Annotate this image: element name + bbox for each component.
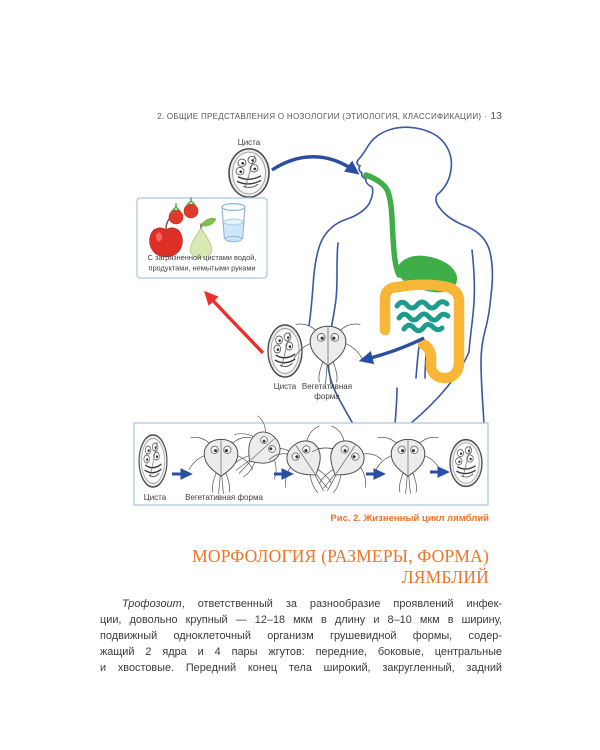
digestive-tract	[363, 172, 465, 384]
paragraph-line-1: Трофозоит, ответственный за разнообразие…	[100, 596, 502, 612]
panel-trophozoite-front	[188, 436, 254, 495]
large-intestine	[379, 279, 465, 384]
small-intestine	[394, 299, 451, 334]
cyst-mid: Циста	[267, 324, 303, 391]
contamination-text-line1: С загрязненной цистами водой,	[148, 253, 257, 262]
strawberry-icon	[168, 197, 199, 225]
esophagus	[363, 172, 402, 278]
panel-trophozoite-side	[216, 413, 298, 495]
paragraph-line-3: подвижный одноклеточный организм грушеви…	[100, 630, 502, 643]
apple-icon	[149, 218, 183, 258]
paragraph-line-1-text: , ответственный за разнообразие проявлен…	[181, 598, 502, 610]
section-heading: МОРФОЛОГИЯ (РАЗМЕРЫ, ФОРМА) ЛЯМБЛИЙ	[100, 546, 489, 587]
panel-cyst-2	[449, 438, 483, 488]
stomach	[395, 255, 458, 293]
paragraph-lead-word: Трофозоит	[122, 598, 182, 610]
running-header-text: 2. ОБЩИЕ ПРЕДСТАВЛЕНИЯ О НОЗОЛОГИИ (ЭТИО…	[157, 112, 482, 121]
excretion-arrow	[358, 336, 425, 365]
cyst-top: Циста	[228, 138, 270, 198]
page-number: 13	[490, 110, 502, 122]
panel-trophozoite-single	[375, 436, 441, 495]
panel-trophozoite-label: Вегетативная форма	[185, 493, 263, 502]
body-paragraph: Трофозоит, ответственный за разнообразие…	[100, 596, 502, 676]
human-body-outline	[308, 126, 494, 425]
paragraph-line-5: и хвостовые. Передний конец тела широкий…	[100, 662, 502, 675]
panel-dividing-pair	[266, 424, 385, 508]
ingestion-arrow	[271, 155, 360, 175]
pear-icon	[189, 218, 217, 259]
trophozoite-mid: Вегетативная форма	[293, 323, 363, 401]
contamination-arrow	[204, 290, 265, 355]
trophozoite-mid-label-line2: форма	[314, 392, 340, 401]
water-glass-icon	[221, 203, 246, 243]
paragraph-line-2: ции, довольно крупный — 12–18 мкм в длин…	[100, 614, 502, 627]
running-header-separator: ·	[484, 112, 488, 121]
section-heading-line1: МОРФОЛОГИЯ (РАЗМЕРЫ, ФОРМА)	[192, 546, 489, 566]
panel-stage-arrows	[172, 466, 450, 480]
panel-cyst-1	[138, 434, 168, 488]
contamination-text-line2: продуктами, немытыми руками	[148, 264, 255, 273]
contamination-box: С загрязненной цистами водой, продуктами…	[136, 197, 268, 279]
trophozoite-mid-label-line1: Вегетативная	[302, 382, 352, 391]
figure-caption: Рис. 2. Жизненный цикл лямблий	[330, 513, 489, 524]
panel-cyst-label: Циста	[144, 493, 167, 502]
section-heading-line2: ЛЯМБЛИЙ	[401, 566, 489, 587]
cyst-top-label: Циста	[238, 138, 261, 147]
cyst-mid-label: Циста	[274, 382, 297, 391]
lifecycle-panel: Циста Вегетативная форма	[133, 413, 489, 508]
paragraph-line-4: жащий 2 ядра и 4 пары жгутов: передние, …	[100, 646, 502, 659]
running-header: 2. ОБЩИЕ ПРЕДСТАВЛЕНИЯ О НОЗОЛОГИИ (ЭТИО…	[100, 111, 502, 122]
